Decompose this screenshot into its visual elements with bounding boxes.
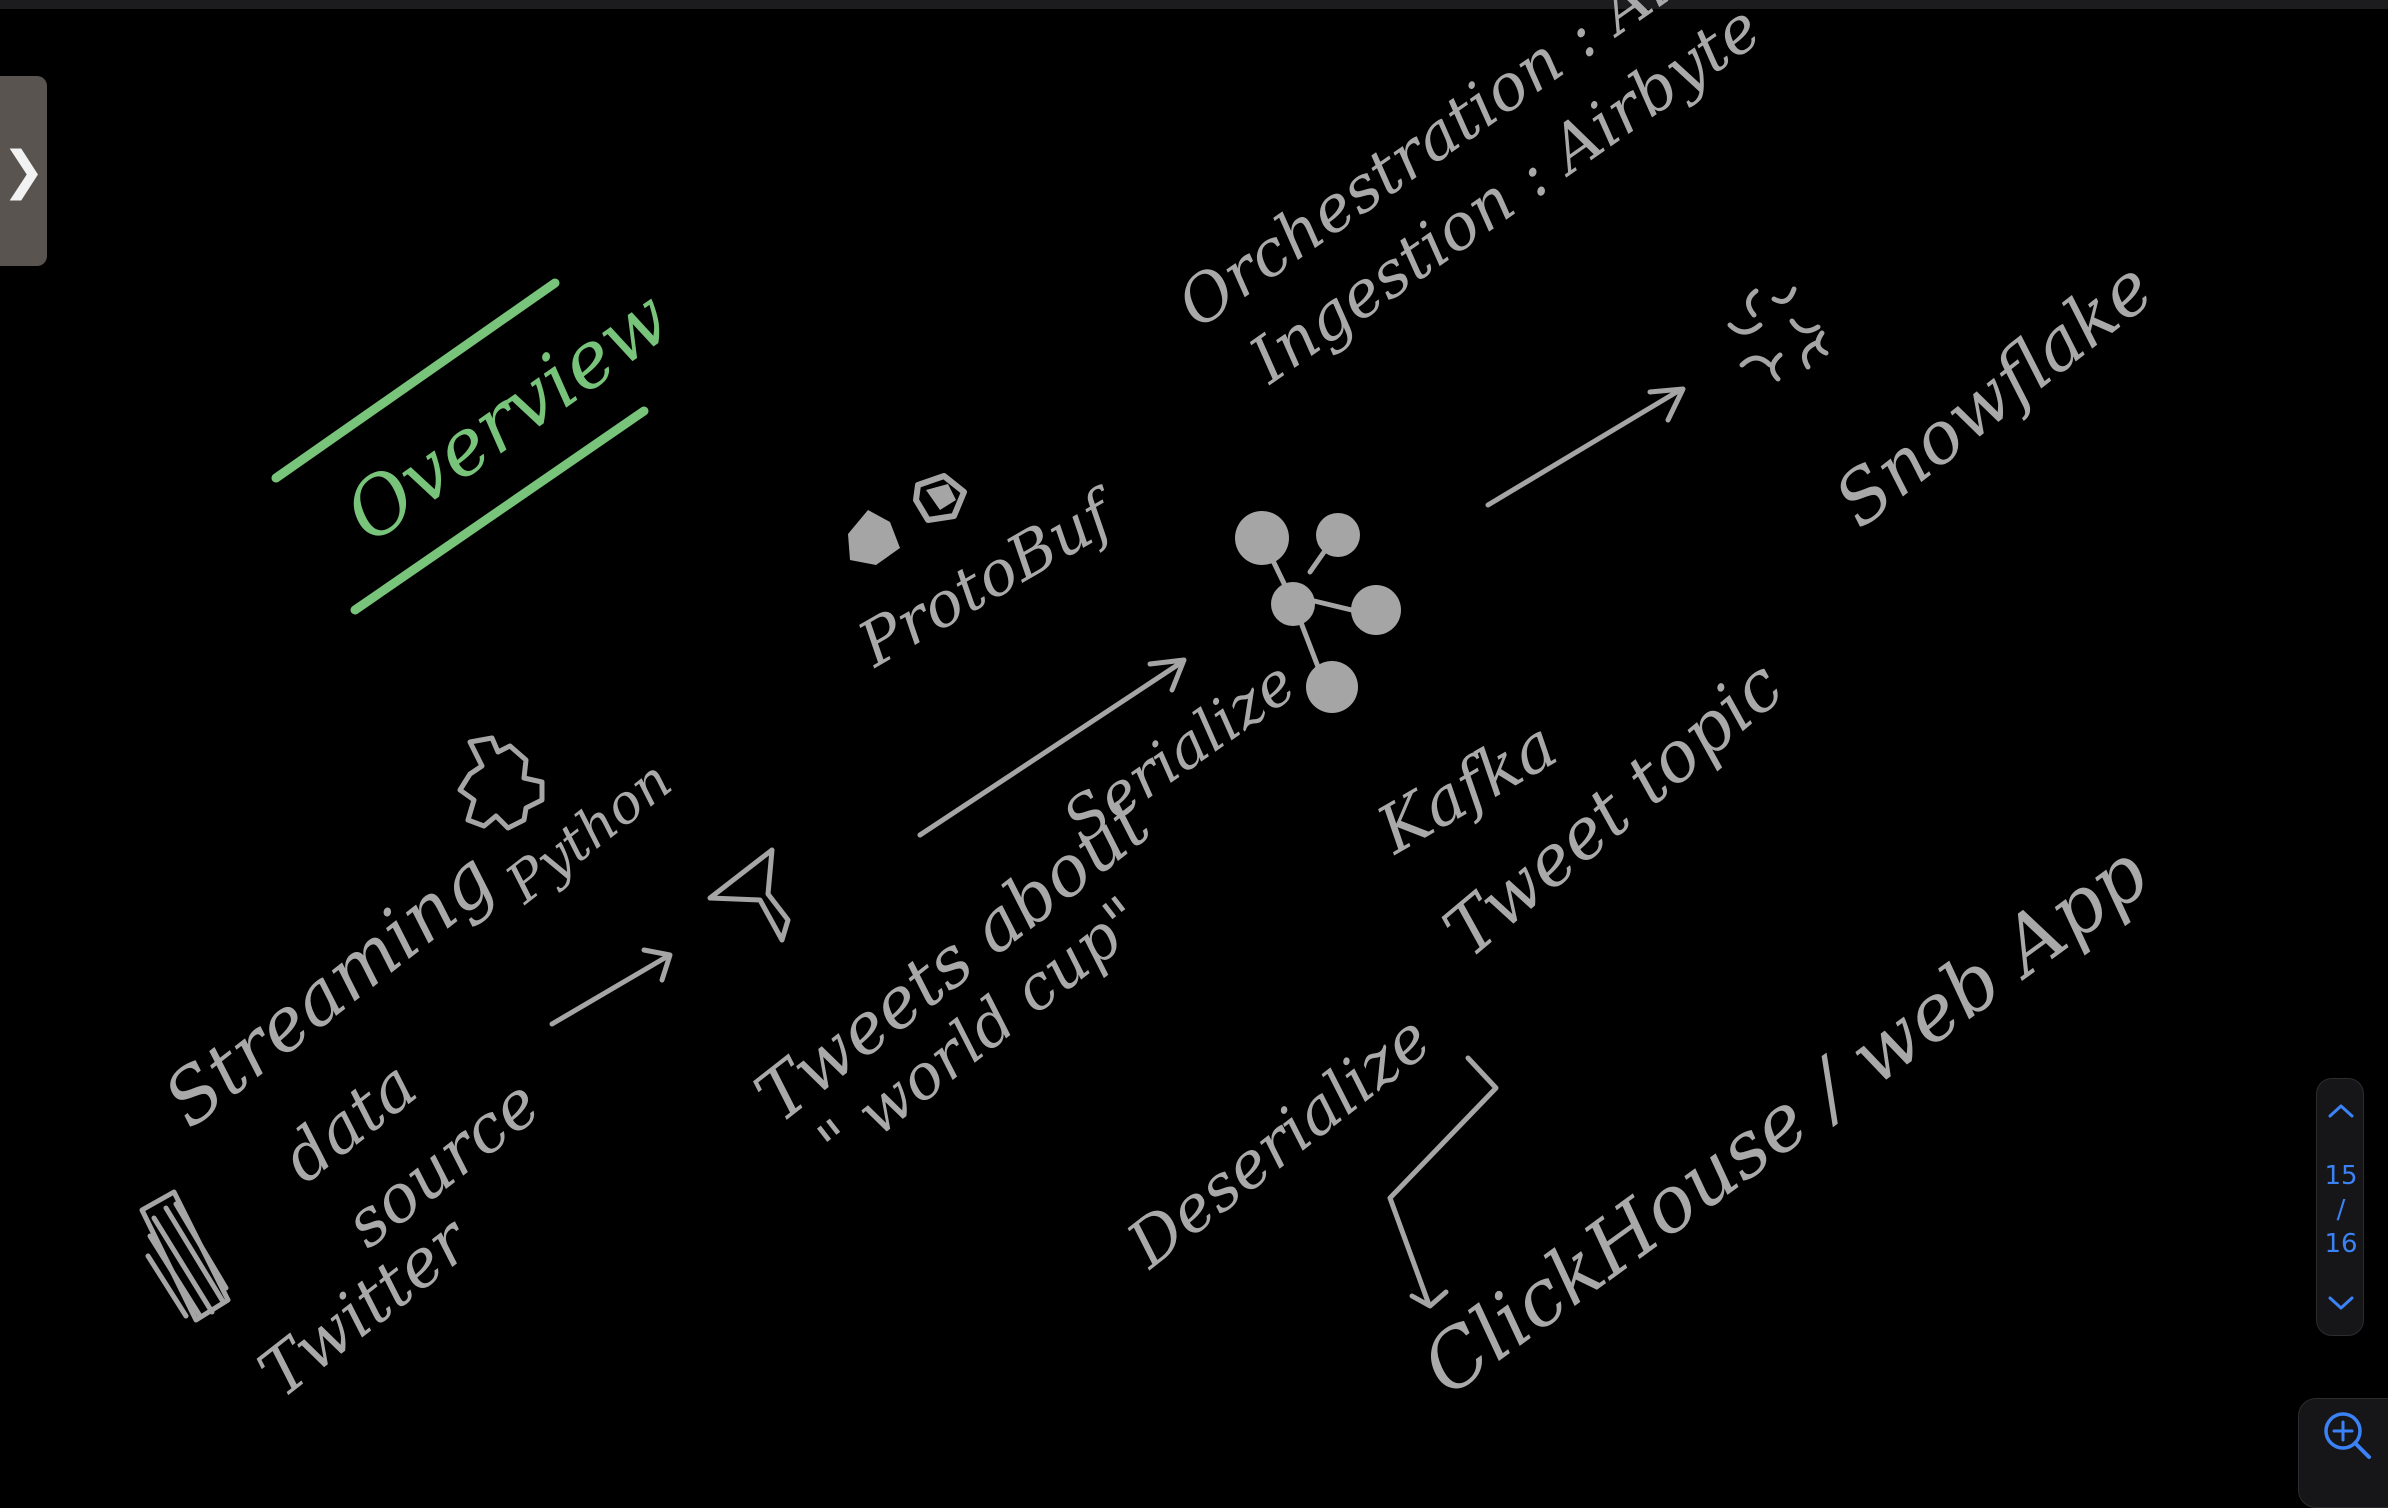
next-page-button[interactable]: [2317, 1279, 2365, 1327]
page-separator: /: [2336, 1195, 2346, 1225]
current-page: 15: [2324, 1161, 2358, 1191]
deserialize-label: Deserialize: [1114, 1002, 1445, 1284]
sidebar-toggle-button[interactable]: ❯: [0, 76, 47, 266]
chevron-down-icon: [2328, 1296, 2354, 1310]
zoom-in-icon: [2324, 1412, 2371, 1459]
top-strip: [0, 0, 2388, 9]
kafka-icon: [1235, 511, 1401, 713]
snowflake-icon: [1727, 286, 1829, 382]
previous-page-button[interactable]: [2317, 1087, 2365, 1135]
python-label: Python: [493, 748, 683, 916]
chevron-right-icon: ❯: [1, 141, 46, 201]
chevron-up-icon: [2328, 1104, 2354, 1118]
protobuf-icon: [848, 473, 967, 565]
protobuf-label: ProtoBuf: [845, 473, 1133, 681]
total-pages: 16: [2324, 1229, 2358, 1259]
python-icon: [457, 735, 545, 831]
twitter-icon: [139, 1189, 231, 1323]
page-counter: 15 / 16: [2317, 1159, 2365, 1261]
snowflake-label: Snowflake: [1819, 245, 2168, 544]
page-navigator: 15 / 16: [2316, 1078, 2364, 1336]
filter-icon: [707, 847, 791, 943]
zoom-button[interactable]: [2298, 1398, 2388, 1508]
